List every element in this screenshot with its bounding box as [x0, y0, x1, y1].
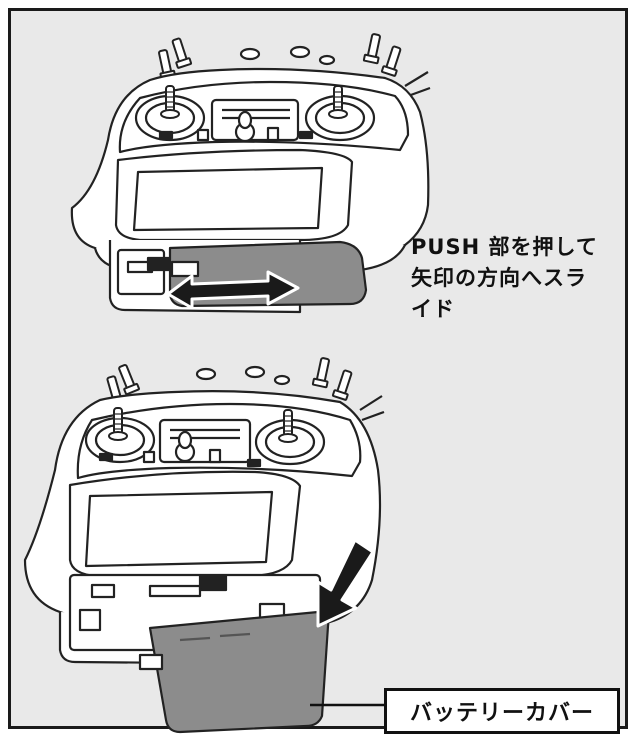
transmitter-bottom — [23, 356, 385, 734]
transmitter-top — [70, 32, 431, 314]
battery-cover-label-text: バッテリーカバー — [409, 701, 594, 726]
instruction-line-2: 矢印の方向へスラ — [411, 266, 587, 290]
down-arrow-icon — [316, 538, 375, 628]
bottom-switches-icon — [103, 356, 385, 422]
battery-cover-detached — [148, 610, 330, 734]
instruction-line-3: イド — [411, 297, 455, 321]
slide-arrow-icon — [166, 270, 300, 310]
push-instruction: PUSH 部を押して 矢印の方向へスラ イド — [411, 232, 631, 325]
instruction-line-1: PUSH 部を押して — [411, 235, 598, 259]
top-switches-icon — [154, 32, 431, 98]
battery-cover-label: バッテリーカバー — [384, 688, 620, 734]
